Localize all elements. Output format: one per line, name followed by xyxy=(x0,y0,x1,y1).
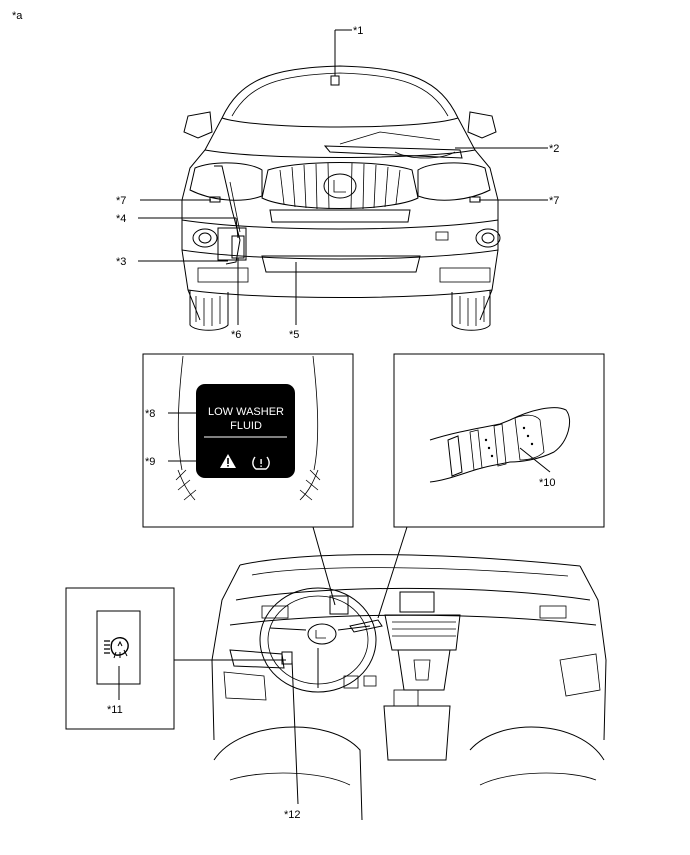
tire-pressure-icon xyxy=(252,456,270,470)
svg-text:*6: *6 xyxy=(231,329,241,341)
callout-9: *9 xyxy=(145,456,220,468)
svg-text:*2: *2 xyxy=(549,143,559,155)
figure-label: *a xyxy=(12,10,23,22)
callout-5: *5 xyxy=(289,262,299,341)
callout-4: *4 xyxy=(116,213,239,239)
vehicle-interior-view xyxy=(211,554,607,821)
display-message-line2: FLUID xyxy=(230,420,262,432)
svg-text:*10: *10 xyxy=(539,477,556,489)
svg-text:*9: *9 xyxy=(145,456,155,468)
svg-text:*7: *7 xyxy=(116,195,126,207)
svg-text:*8: *8 xyxy=(145,408,155,420)
vehicle-front-view xyxy=(181,65,501,331)
wiper-switch-panel xyxy=(393,353,605,528)
svg-text:*5: *5 xyxy=(289,329,299,341)
display-message-line1: LOW WASHER xyxy=(208,406,284,418)
svg-text:*12: *12 xyxy=(284,809,301,821)
callout-7-left: *7 xyxy=(116,195,211,207)
headlamp-cleaner-switch-icon xyxy=(104,637,129,659)
callout-8: *8 xyxy=(145,408,206,420)
callout-6: *6 xyxy=(231,258,241,341)
svg-text:*1: *1 xyxy=(353,25,363,37)
warning-triangle-icon xyxy=(220,454,236,468)
callout-11: *11 xyxy=(107,666,123,716)
svg-text:*11: *11 xyxy=(107,704,123,716)
callout-12: *12 xyxy=(284,659,301,821)
callout-3: *3 xyxy=(116,256,228,268)
meter-detail-panel: LOW WASHER FLUID xyxy=(142,353,354,528)
multi-info-display xyxy=(196,384,295,478)
callout-7-right: *7 xyxy=(479,195,559,207)
callout-10: *10 xyxy=(519,447,556,489)
headlamp-cleaner-switch-panel xyxy=(65,587,175,730)
callout-2: *2 xyxy=(455,143,559,155)
svg-text:*7: *7 xyxy=(549,195,559,207)
callout-1: *1 xyxy=(334,25,363,76)
svg-text:*4: *4 xyxy=(116,213,126,225)
svg-text:*3: *3 xyxy=(116,256,126,268)
